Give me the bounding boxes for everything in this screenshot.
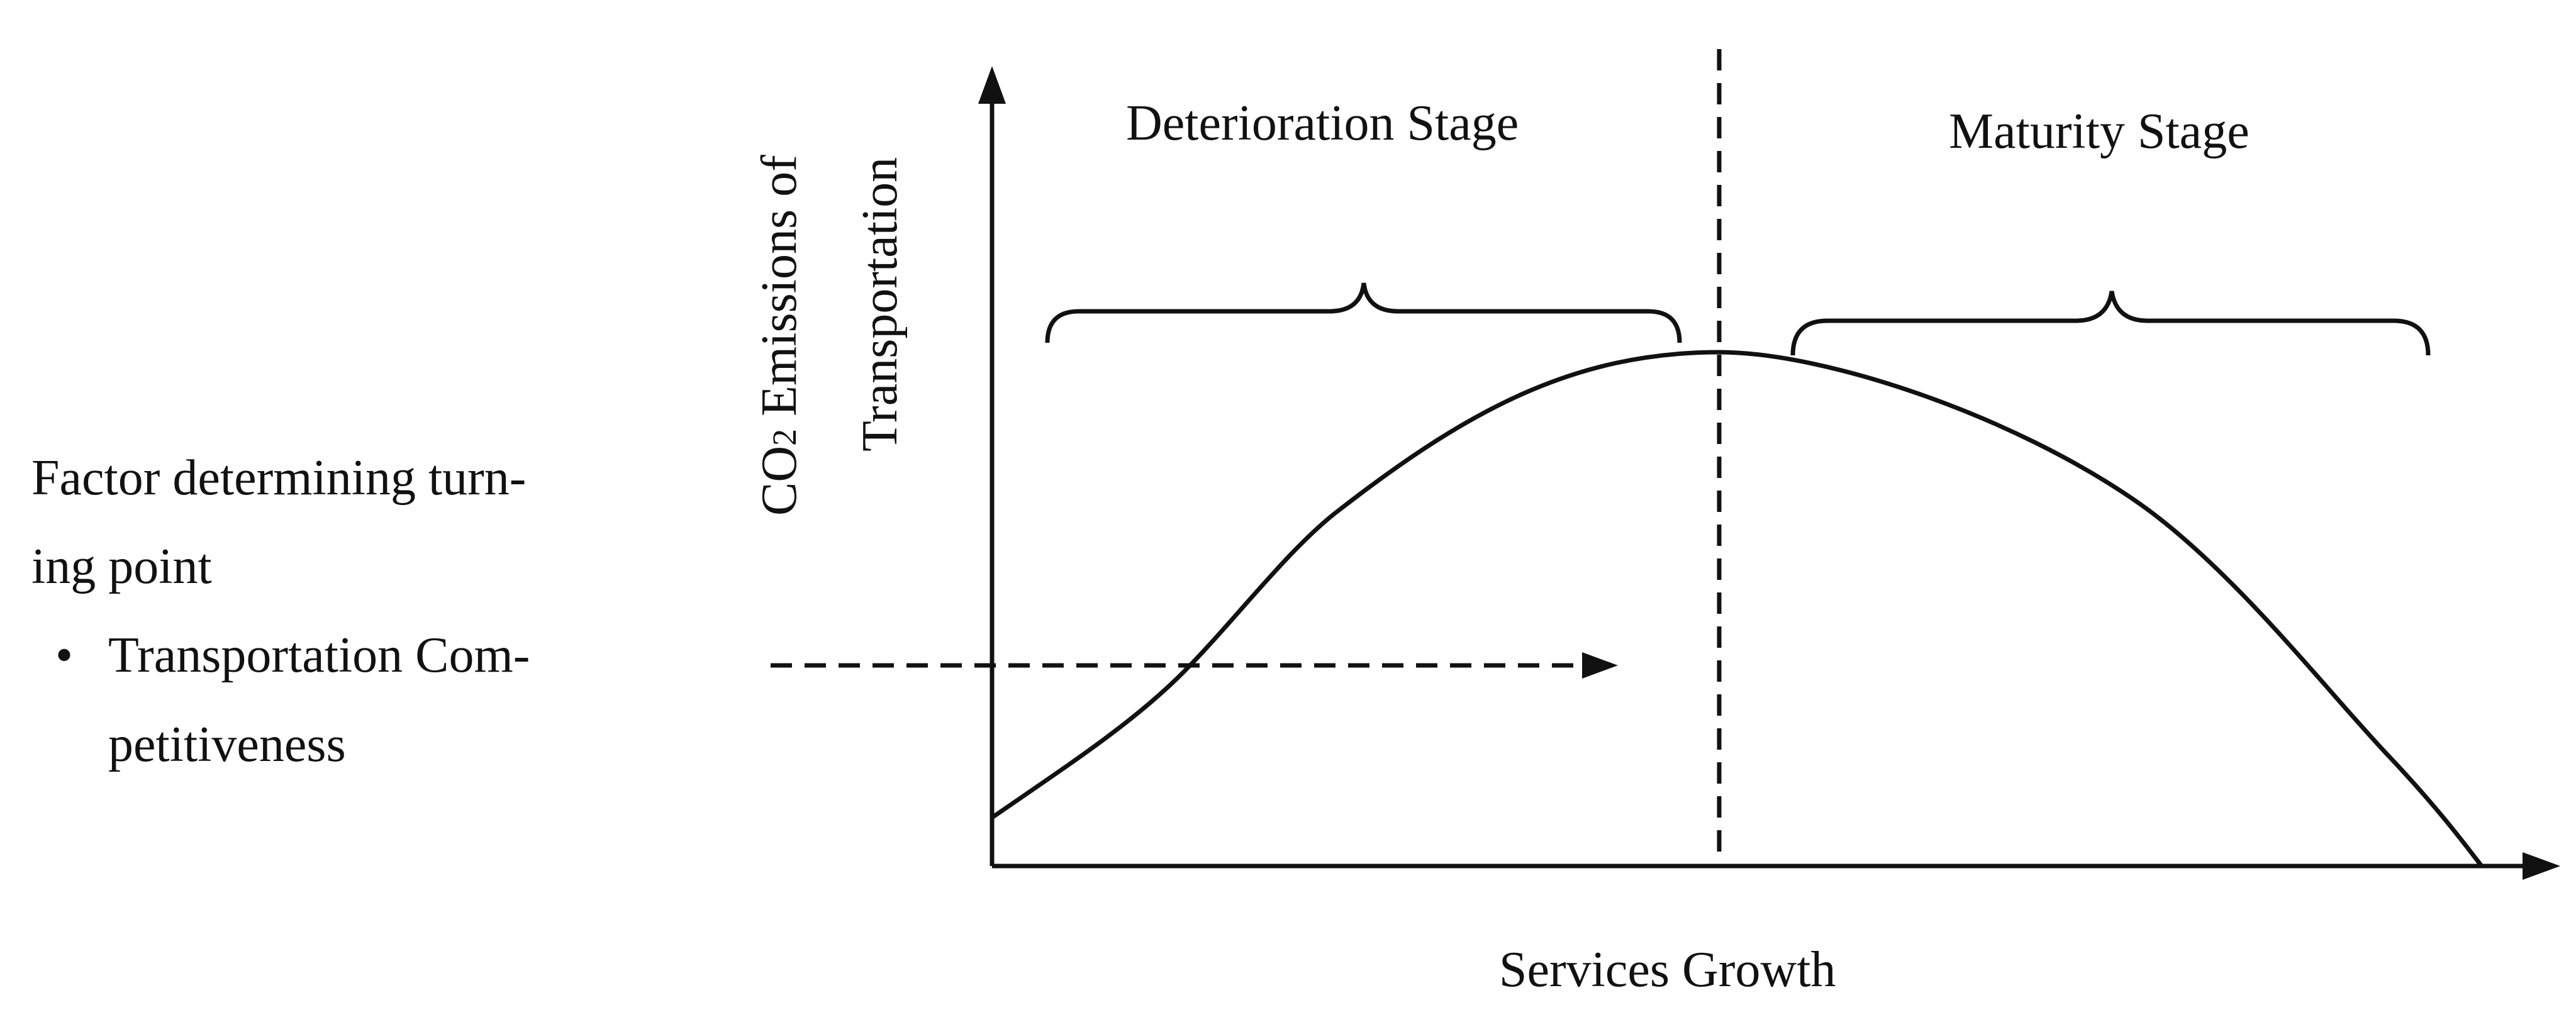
y-axis-label-line2: Transportation (852, 157, 908, 452)
y-axis-arrowhead (978, 66, 1006, 104)
maturity-brace (1790, 291, 2431, 356)
y-axis-label-line1: CO2 Emissions of (752, 155, 807, 516)
emissions-curve (991, 350, 2484, 868)
x-axis-arrowhead (2523, 852, 2560, 880)
factor-heading-line1: Factor determining turn- (31, 450, 526, 506)
factor-arrowhead (1582, 652, 1618, 679)
deterioration-brace (1045, 282, 1682, 343)
factor-item-line2: petitiveness (108, 717, 346, 772)
x-axis-label: Services Growth (1499, 942, 1836, 997)
bullet-marker: • (55, 628, 73, 683)
co2-subscript: 2 (766, 429, 803, 446)
factor-item-line1: Transportation Com- (108, 628, 530, 683)
factor-heading-line2: ing point (31, 539, 212, 594)
deterioration-stage-label: Deterioration Stage (1126, 96, 1519, 151)
maturity-stage-label: Maturity Stage (1949, 104, 2250, 159)
